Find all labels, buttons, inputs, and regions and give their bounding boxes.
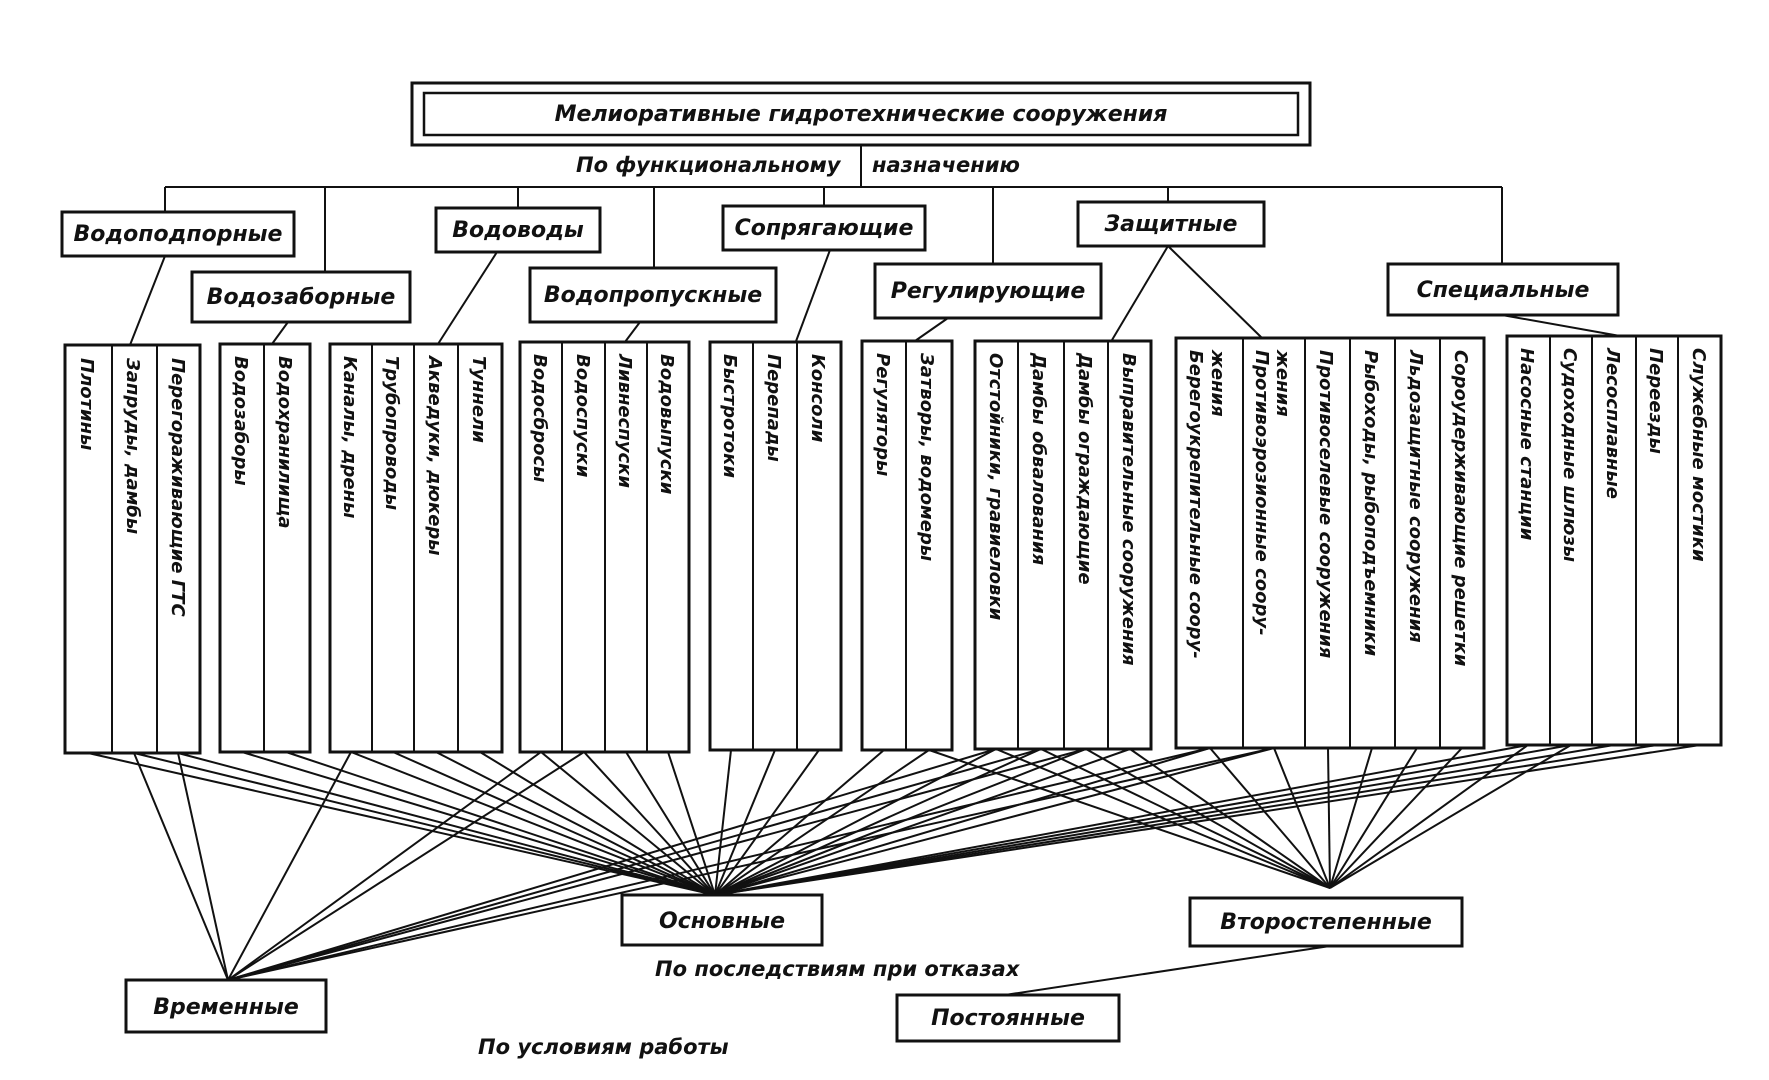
category-specialnye: Специальные <box>1386 262 1620 317</box>
category-vodozabornye: Водозаборные <box>190 270 412 324</box>
item-pereezdy: Переезды <box>1645 348 1666 454</box>
item-rybokhody: Рыбоходы, рыбоподъемники <box>1360 350 1381 656</box>
svg-text:Сопрягающие: Сопрягающие <box>735 216 914 241</box>
category-vodopropusknye: Водопропускные <box>528 266 778 324</box>
item-peregorazhivayushchie: Перегораживающие ГТС <box>167 358 188 617</box>
item-sluzhebnye: Служебные мостики <box>1688 348 1709 562</box>
top-connectors <box>129 145 1621 346</box>
box-vremennye: Временные <box>124 978 328 1034</box>
item-beregoukrepitelnye-1: Берегоукрепительные соору- <box>1185 350 1206 659</box>
box-osnovnye: Основные <box>620 893 824 947</box>
item-vypravitelnye: Выправительные сооружения <box>1118 353 1139 666</box>
caption-functional-2: назначению <box>872 153 1020 177</box>
group-zashchitnye-2 <box>1174 336 1486 750</box>
category-vodopodpornye: Водоподпорные <box>60 210 296 258</box>
item-kanaly: Каналы, дрены <box>339 356 360 518</box>
item-lesosplavnye: Лесосплавные <box>1602 347 1623 499</box>
item-vodospuski: Водоспуски <box>572 354 593 478</box>
item-otstoyniki: Отстойники, гравиеловки <box>985 353 1006 621</box>
svg-text:Постоянные: Постоянные <box>931 1006 1085 1031</box>
group-reguliruyushchie <box>860 339 954 752</box>
item-protivoerozionnye-1: Противоэрозионные соору- <box>1251 350 1272 636</box>
group-sopryagayushchie <box>708 340 843 752</box>
item-damby-obvalovaniya: Дамбы обвалования <box>1028 352 1049 566</box>
item-damby-ograzhdayushchie: Дамбы ограждающие <box>1074 352 1095 585</box>
item-sudokhodnye: Судоходные шлюзы <box>1559 348 1580 562</box>
group-vodopropusknye <box>518 340 691 754</box>
item-regulyatory: Регуляторы <box>872 353 893 476</box>
item-livnespuski: Ливнеспуски <box>614 353 635 488</box>
svg-text:Специальные: Специальные <box>1417 278 1590 303</box>
svg-text:Водоводы: Водоводы <box>452 218 584 243</box>
category-zashchitnye: Защитные <box>1076 200 1266 248</box>
item-ldozashchitnye: Льдозащитные сооружения <box>1405 349 1426 643</box>
caption-consequences: По последствиям при отказах <box>655 957 1021 981</box>
item-tunneli: Туннели <box>468 356 489 443</box>
item-vodovypuski: Водовыпуски <box>656 354 677 495</box>
title-text: Мелиоративные гидротехнические сооружени… <box>555 102 1168 127</box>
item-zatvory: Затворы, водомеры <box>916 352 937 561</box>
item-bystrotoki: Быстротоки <box>719 354 740 478</box>
caption-work-conditions: По условиям работы <box>478 1035 729 1059</box>
bottom-connectors <box>87 744 1701 996</box>
svg-text:Временные: Временные <box>153 995 299 1020</box>
item-sorouderzhivayushchie: Сороудерживающие решетки <box>1450 350 1471 667</box>
group-vodopodpornye <box>63 343 202 755</box>
svg-text:Защитные: Защитные <box>1104 212 1238 237</box>
item-vodozabory: Водозаборы <box>230 356 251 486</box>
group-vodovody <box>328 342 504 754</box>
item-vodosbrosy: Водосбросы <box>529 354 550 482</box>
item-zaprudy: Запруды, дамбы <box>122 357 143 534</box>
svg-text:Водозаборные: Водозаборные <box>207 285 396 310</box>
item-beregoukrepitelnye-2: жения <box>1207 349 1228 417</box>
svg-text:Водопропускные: Водопропускные <box>544 283 762 308</box>
item-akveduki: Акведуки, дюкеры <box>424 354 445 556</box>
group-specialnye <box>1505 334 1723 747</box>
item-truboprovody: Трубопроводы <box>381 356 402 510</box>
box-postoyannye: Постоянные <box>895 993 1121 1043</box>
item-vodokhranilishcha: Водохранилища <box>274 356 295 529</box>
item-protivoerozionnye-2: жения <box>1272 349 1293 417</box>
svg-text:Основные: Основные <box>659 909 785 934</box>
group-zashchitnye <box>973 339 1153 751</box>
svg-text:Водоподпорные: Водоподпорные <box>74 222 283 247</box>
group-vodozabornye <box>218 342 312 754</box>
category-vodovody: Водоводы <box>434 206 602 254</box>
svg-text:Регулирующие: Регулирующие <box>891 279 1086 304</box>
category-reguliruyushchie: Регулирующие <box>873 262 1103 320</box>
vertical-labels: Плотины Запруды, дамбы Перегораживающие … <box>76 347 1709 667</box>
svg-text:Второстепенные: Второстепенные <box>1220 910 1432 935</box>
item-plotiny: Плотины <box>76 358 97 450</box>
box-vtorostepennye: Второстепенные <box>1188 896 1464 948</box>
item-protivoselevye: Противоселевые сооружения <box>1315 350 1336 659</box>
caption-functional-1: По функциональному <box>576 153 842 177</box>
item-perepady: Перепады <box>763 354 784 462</box>
category-sopryagayushchie: Сопрягающие <box>721 204 927 252</box>
item-konsoli: Консоли <box>807 354 828 443</box>
title-box: Мелиоративные гидротехнические сооружени… <box>410 81 1312 147</box>
item-nasosnye: Насосные станции <box>1516 348 1537 541</box>
